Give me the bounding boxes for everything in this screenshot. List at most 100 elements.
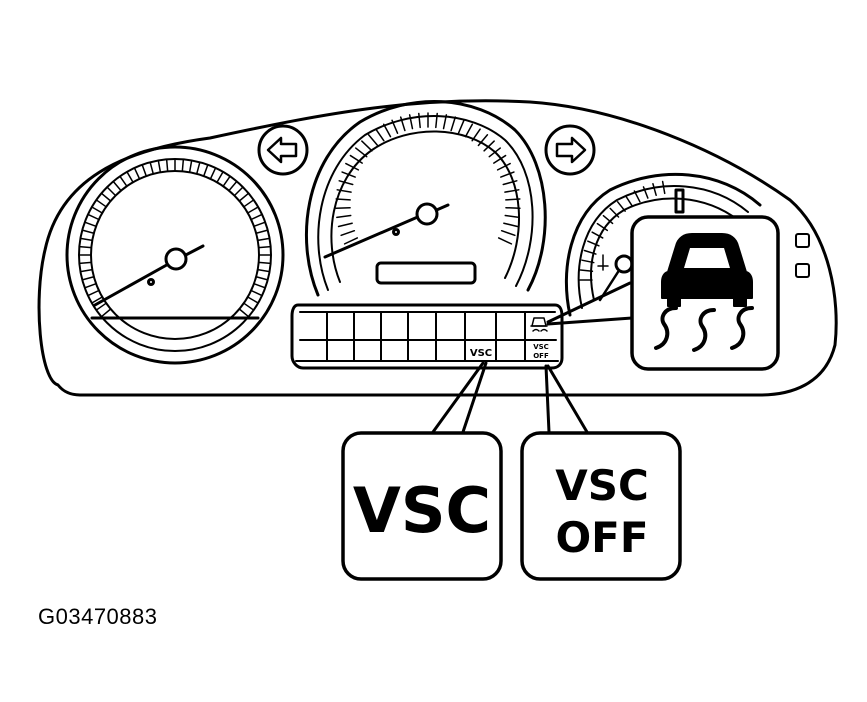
gauge-tick bbox=[442, 114, 448, 130]
gauge-tick bbox=[493, 154, 507, 164]
gauge-tick bbox=[375, 128, 385, 142]
gauge-tick bbox=[84, 282, 97, 289]
gauge-tick bbox=[257, 261, 272, 265]
gauge-tick bbox=[100, 308, 112, 318]
gauge-tick bbox=[340, 229, 356, 237]
gauge-tick bbox=[652, 182, 657, 197]
right-turn-signal bbox=[544, 124, 596, 176]
left-turn-signal bbox=[257, 124, 309, 176]
gauge-tick bbox=[255, 275, 269, 281]
panel-vsc-off-label-line2: OFF bbox=[533, 352, 549, 360]
gauge-tick bbox=[581, 259, 595, 264]
gauge-tick bbox=[616, 201, 626, 212]
gauge-tick bbox=[81, 275, 95, 281]
gauge-tick bbox=[81, 229, 95, 235]
gauge-tick bbox=[119, 175, 128, 187]
gauge-tick bbox=[591, 231, 604, 239]
gauge-tick bbox=[435, 112, 438, 129]
gauge-tick bbox=[188, 159, 193, 174]
gauge-tick bbox=[133, 167, 141, 180]
gauge-tick bbox=[477, 134, 489, 147]
gauge-tick bbox=[504, 189, 520, 193]
vsc-off-callout-box bbox=[520, 431, 682, 581]
gauge-tick bbox=[95, 199, 107, 208]
gauge-tick bbox=[579, 269, 594, 272]
gauge-tick bbox=[602, 214, 614, 225]
gauge-tick bbox=[471, 128, 481, 142]
gauge-tick bbox=[483, 140, 495, 152]
gauge-tick bbox=[500, 171, 515, 178]
gauge-tick bbox=[391, 119, 399, 134]
gauge-tick bbox=[79, 237, 94, 242]
gauge-tick bbox=[418, 112, 421, 129]
gauge-tick bbox=[78, 261, 93, 265]
gauge-tick bbox=[228, 180, 238, 192]
gauge-tick bbox=[195, 161, 201, 175]
panel-vsc-label: VSC bbox=[470, 348, 492, 359]
gauge-tick bbox=[87, 289, 100, 297]
fuel-temp-gauge bbox=[564, 172, 762, 317]
gauge-tick bbox=[243, 199, 255, 208]
gauge-tick bbox=[233, 186, 244, 197]
gauge-tick bbox=[250, 213, 263, 221]
gauge-tick bbox=[503, 222, 519, 228]
gauge-tick bbox=[464, 123, 474, 138]
gauge-tick bbox=[84, 221, 97, 228]
gauge-tick bbox=[583, 249, 597, 255]
vsc-off-callout-line2: OFF bbox=[555, 513, 648, 562]
gauge-tick bbox=[335, 198, 351, 201]
gauge-tick bbox=[157, 159, 162, 174]
gauge-tick bbox=[609, 207, 620, 218]
gauge-tick bbox=[181, 158, 185, 173]
tachometer-gauge bbox=[65, 145, 285, 365]
gauge-tick bbox=[250, 289, 263, 297]
gauge-tick bbox=[253, 282, 266, 289]
gauge-tick bbox=[165, 158, 169, 173]
gauge-tick bbox=[100, 192, 112, 202]
vsc-callout-text: VSC bbox=[353, 474, 491, 547]
gauge-tick bbox=[91, 206, 104, 214]
gauge-tick bbox=[149, 161, 155, 175]
gauge-tick bbox=[349, 154, 363, 164]
gauge-tick bbox=[457, 119, 465, 134]
gauge-tick bbox=[500, 229, 516, 237]
gauge-tick bbox=[345, 162, 360, 171]
gauge-tick bbox=[642, 186, 649, 199]
gauge-tick bbox=[209, 167, 217, 180]
gauge-tick bbox=[367, 134, 379, 147]
panel-vsc-off-label-line1: VSC bbox=[533, 343, 549, 351]
gauge-tick bbox=[496, 162, 511, 171]
gauge-tick bbox=[338, 180, 354, 186]
warning-light-panel bbox=[290, 303, 564, 370]
gauge-tick bbox=[408, 114, 414, 130]
gauge-tick bbox=[596, 222, 609, 232]
gauge-tick bbox=[624, 195, 634, 207]
gauge-tick bbox=[336, 189, 352, 193]
gauge-tick bbox=[488, 147, 501, 158]
gauge-tick bbox=[253, 221, 266, 228]
vsc-callout-box bbox=[341, 431, 503, 581]
gauge-tick bbox=[246, 206, 259, 214]
gauge-tick bbox=[255, 229, 269, 235]
gauge-tick bbox=[112, 180, 122, 192]
figure-code: G03470883 bbox=[38, 604, 158, 629]
gauge-tick bbox=[238, 308, 250, 318]
gauge-tick bbox=[343, 237, 359, 245]
gauge-tick bbox=[256, 237, 271, 242]
gauge-tick bbox=[87, 213, 100, 221]
gauge-tick bbox=[222, 175, 231, 187]
gauge-tick bbox=[355, 147, 368, 158]
gauge-tick bbox=[141, 164, 148, 177]
leader-lines bbox=[431, 281, 634, 434]
gauge-tick bbox=[399, 116, 406, 132]
gauge-tick bbox=[497, 237, 513, 245]
gauge-tick bbox=[126, 171, 134, 184]
gauge-tick bbox=[661, 180, 666, 195]
indicator-square-top bbox=[795, 233, 810, 248]
gauge-tick bbox=[95, 302, 107, 311]
gauge-tick bbox=[246, 296, 259, 304]
odometer-display bbox=[375, 261, 477, 285]
gauge-tick bbox=[337, 222, 353, 228]
gauge-tick bbox=[79, 268, 94, 273]
